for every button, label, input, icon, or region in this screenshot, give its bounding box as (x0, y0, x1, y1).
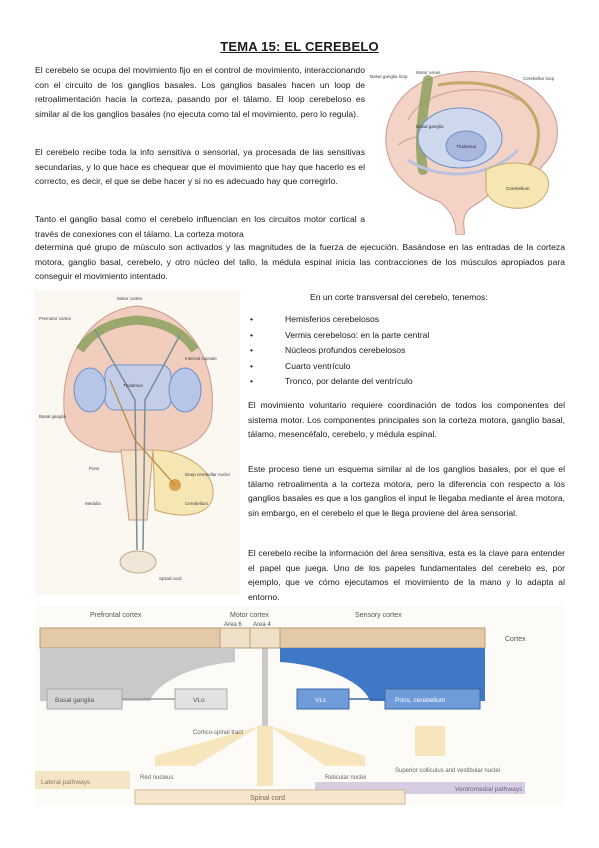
label-thalamus: Thalamus (123, 383, 144, 388)
spinal-cord-section (119, 550, 157, 574)
basal-ganglia-loop-path (407, 148, 520, 176)
label-prefrontal: Prefrontal cortex (90, 612, 142, 619)
paragraph-intro: El cerebelo se ocupa del movimiento fijo… (35, 65, 365, 119)
paragraph-role: El cerebelo recibe la información del ár… (248, 548, 565, 602)
sulcus-line (407, 88, 519, 121)
label-basal: Basal ganglia (55, 697, 94, 704)
figure-brain-loops: Basal ganglia loop Motor areas Cerebella… (368, 60, 568, 235)
tract-line (142, 334, 181, 551)
label-motor-areas: Motor areas (416, 70, 441, 75)
page-title: TEMA 15: EL CEREBELO (220, 39, 379, 54)
brainstem (120, 449, 154, 521)
cerebellum-region (152, 449, 214, 516)
label-area6: Area 6 (224, 622, 242, 628)
ventromedial-arrow (270, 726, 365, 766)
list-item: Núcleos profundos cerebelosos (248, 343, 578, 359)
paragraph-sensory: El cerebelo recibe toda la info sensitiv… (35, 147, 365, 187)
basal-ganglia-loop-band (40, 648, 235, 701)
label-spinal-cord: Spinal cord (159, 576, 182, 581)
paragraph-section-intro: En un corte transversal del cerebelo, te… (310, 292, 488, 302)
basal-ganglia-right (168, 367, 202, 413)
corticospinal-arrow (257, 726, 273, 786)
label-thalamus: Thalamus (456, 144, 477, 149)
label-medulla: Medulla (85, 501, 101, 506)
label-sensory: Sensory cortex (355, 612, 402, 619)
paragraph-influence-b: determina qué grupo de músculo son activ… (35, 242, 565, 282)
label-vlo: VLo (193, 697, 205, 704)
label-cerebellum: Cerebellum (506, 186, 530, 191)
thalamus-shape (445, 130, 487, 162)
coronal-section-svg: Premotor cortex Motor cortex Thalamus In… (35, 290, 240, 595)
label-motor: Motor cortex (230, 612, 269, 619)
structure-list: Hemisferios cerebelosos Vermis cerebelos… (248, 312, 578, 390)
label-deep-nuclei: Deep cerebellar nuclei (185, 472, 230, 477)
colliculus-arrow (415, 726, 445, 756)
label-area4: Area 4 (253, 622, 271, 628)
figure-motor-pathways: Prefrontal cortex Motor cortex Sensory c… (35, 606, 565, 806)
label-basal-loop: Basal ganglia loop (370, 74, 408, 79)
label-superior: Superior colliculus and vestibular nucle… (395, 768, 500, 774)
list-item: Tronco, por delante del ventrículo (248, 374, 578, 390)
paragraph-influence-a: Tanto el ganglio basal como el cerebelo … (35, 214, 365, 239)
lateral-pathways-box (35, 771, 130, 789)
label-cortex: Cortex (505, 636, 526, 643)
label-pons: Pons (89, 466, 100, 471)
label-spinal: Spinal cord (250, 795, 285, 802)
label-ventro: Ventromedial pathways (455, 786, 523, 793)
label-cst: Cortico-spinal tract (193, 730, 243, 736)
brain-loops-svg: Basal ganglia loop Motor areas Cerebella… (370, 70, 558, 235)
tract-line (94, 329, 138, 551)
lateral-arrow (155, 726, 260, 766)
paragraph-scheme: Este proceso tiene un esquema similar al… (248, 464, 565, 518)
list-item: Hemisferios cerebelosos (248, 312, 578, 328)
paragraph-voluntary: El movimiento voluntario requiere coordi… (248, 400, 565, 440)
label-vlc: VLc (315, 697, 327, 704)
label-pons: Pons, cerebellum (395, 697, 445, 704)
label-reticular: Reticular nuclei (325, 775, 366, 781)
label-premotor: Premotor cortex (39, 316, 72, 321)
cerebellum-shape (485, 162, 550, 209)
spinal-cord-box (134, 789, 406, 805)
cerebellar-loop-band (280, 648, 485, 701)
label-red: Red nucleus (140, 775, 173, 781)
cerebellar-output-line (109, 379, 176, 486)
label-lateral: Lateral pathways (41, 779, 91, 786)
label-internal-capsule: Internal capsule (185, 356, 217, 361)
motor-cortex-band (76, 315, 199, 353)
motor-pathways-svg: Prefrontal cortex Motor cortex Sensory c… (35, 606, 565, 806)
label-motor-cortex: Motor cortex (117, 296, 143, 301)
label-cerebellar-loop: Cerebellar loop (523, 76, 555, 81)
basal-ganglia-left (73, 367, 107, 413)
list-item: Cuarto ventrículo (248, 359, 578, 375)
figure-coronal-section: Premotor cortex Motor cortex Thalamus In… (35, 290, 240, 595)
label-basal-ganglia: Basal ganglia (39, 414, 67, 419)
label-cerebellum: Cerebellum (185, 501, 208, 506)
label-basal-ganglia: Basal ganglia (416, 124, 444, 129)
list-item: Vermis cerebeloso: en la parte central (248, 328, 578, 344)
